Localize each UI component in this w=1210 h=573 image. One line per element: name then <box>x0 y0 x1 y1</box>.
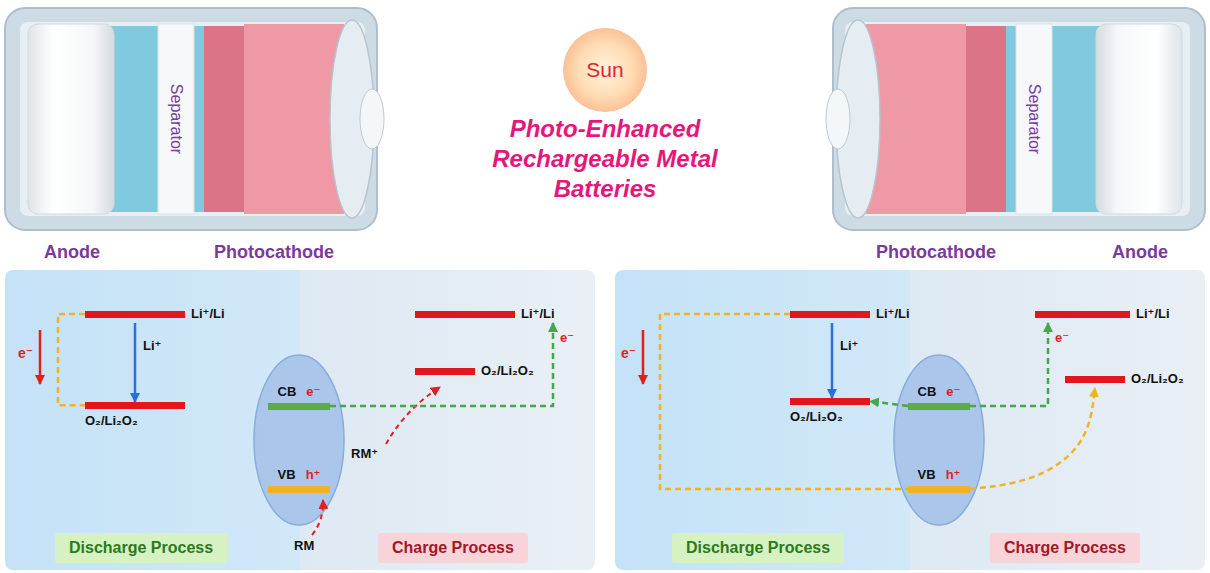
band-text-row: CB e⁻ <box>278 383 321 401</box>
energy-level: O₂/Li₂O₂ <box>1065 370 1184 388</box>
semiconductor-ellipse <box>894 355 984 525</box>
energy-bar <box>908 403 970 410</box>
battery-terminal <box>360 89 384 149</box>
energy-level: Li⁺/Li <box>790 305 910 323</box>
process-box: Discharge Process <box>55 533 227 563</box>
mediator-arrow <box>386 387 440 444</box>
process-label: Charge Process <box>392 539 514 556</box>
mediator-label: RM⁺ <box>351 446 378 462</box>
connector <box>660 314 908 489</box>
band-label: e⁻ <box>306 383 320 401</box>
electrolyte <box>110 26 160 212</box>
energy-level: Li⁺/Li <box>85 305 225 323</box>
part-label: Separator <box>1025 84 1044 154</box>
sun-label: Sun <box>586 58 623 82</box>
connector-label: Li⁺ <box>143 338 161 354</box>
connector <box>330 323 553 406</box>
energy-level-label: Li⁺/Li <box>876 305 910 323</box>
energy-bar <box>790 398 870 405</box>
band-text-row: CB e⁻ <box>918 383 961 401</box>
process-label: Charge Process <box>1004 539 1126 556</box>
process-box: Charge Process <box>990 533 1140 563</box>
figure-title: Photo-Enhanced Rechargeable Metal Batter… <box>455 114 755 204</box>
part-label: Anode <box>1112 242 1168 263</box>
part-label: Photocathode <box>876 242 996 263</box>
electron-label: e⁻ <box>621 345 636 362</box>
process-label: Discharge Process <box>686 539 830 556</box>
band-label: h⁺ <box>946 466 961 484</box>
connector <box>870 401 908 406</box>
connector <box>831 323 834 398</box>
part-label: Separator <box>167 84 186 154</box>
energy-bar <box>85 402 185 409</box>
mediator-label: RM <box>294 538 314 554</box>
energy-level-label: O₂/Li₂O₂ <box>790 408 843 426</box>
energy-level-label: O₂/Li₂O₂ <box>1131 370 1184 388</box>
part-label: Anode <box>44 242 100 263</box>
connector-label: Li⁺ <box>840 338 858 354</box>
electron-arrow <box>642 330 645 384</box>
energy-bar <box>790 311 870 318</box>
connector-label: e⁻ <box>1055 330 1069 346</box>
energy-level: O₂/Li₂O₂ <box>415 362 534 380</box>
energy-bar <box>415 311 515 318</box>
energy-level-label: Li⁺/Li <box>1136 305 1170 323</box>
anode-disc <box>28 24 114 214</box>
energy-level-label: Li⁺/Li <box>521 305 555 323</box>
connector <box>970 388 1095 489</box>
process-label: Discharge Process <box>69 539 213 556</box>
sun-circle: Sun <box>563 28 647 112</box>
part-label: Photocathode <box>214 242 334 263</box>
mediator-arrow <box>312 500 323 535</box>
photocathode-disc <box>244 24 344 214</box>
energy-level: O₂/Li₂O₂ <box>790 398 870 426</box>
process-box: Discharge Process <box>672 533 844 563</box>
band-label: CB <box>918 383 937 401</box>
battery-illustration <box>826 8 1205 230</box>
process-box: Charge Process <box>378 533 528 563</box>
connector <box>58 314 85 405</box>
band-label: e⁻ <box>946 383 960 401</box>
energy-bar <box>85 311 185 318</box>
energy-level-label: O₂/Li₂O₂ <box>85 412 138 430</box>
electron-label: e⁻ <box>18 345 33 362</box>
band-label: VB <box>278 466 296 484</box>
connector <box>970 323 1048 406</box>
energy-panel <box>5 270 595 570</box>
energy-panel <box>615 270 1205 570</box>
energy-bar <box>1035 311 1130 318</box>
energy-bar <box>1065 376 1125 383</box>
connector <box>134 323 137 402</box>
energy-level: Li⁺/Li <box>1035 305 1170 323</box>
energy-bar <box>908 486 970 493</box>
semiconductor-ellipse <box>254 355 344 525</box>
conduction-band: CB e⁻ <box>908 383 970 410</box>
energy-level: O₂/Li₂O₂ <box>85 402 185 430</box>
battery-cavity <box>20 22 365 216</box>
battery-illustration <box>5 8 384 230</box>
energy-level-label: Li⁺/Li <box>191 305 225 323</box>
energy-bar <box>268 486 330 493</box>
electron-arrow <box>39 330 42 384</box>
band-label: h⁺ <box>306 466 321 484</box>
photocathode-layer <box>204 26 246 212</box>
energy-bar <box>415 368 475 375</box>
band-text-row: VB h⁺ <box>918 466 961 484</box>
energy-level-label: O₂/Li₂O₂ <box>481 362 534 380</box>
band-text-row: VB h⁺ <box>278 466 321 484</box>
energy-bar <box>268 403 330 410</box>
battery-shell <box>5 8 377 230</box>
connector-label: e⁻ <box>560 330 574 346</box>
conduction-band: CB e⁻ <box>268 383 330 410</box>
band-label: CB <box>278 383 297 401</box>
separator-disc <box>158 24 194 214</box>
valence-band: VB h⁺ <box>268 466 330 493</box>
band-label: VB <box>918 466 936 484</box>
energy-level: Li⁺/Li <box>415 305 555 323</box>
valence-band: VB h⁺ <box>908 466 970 493</box>
